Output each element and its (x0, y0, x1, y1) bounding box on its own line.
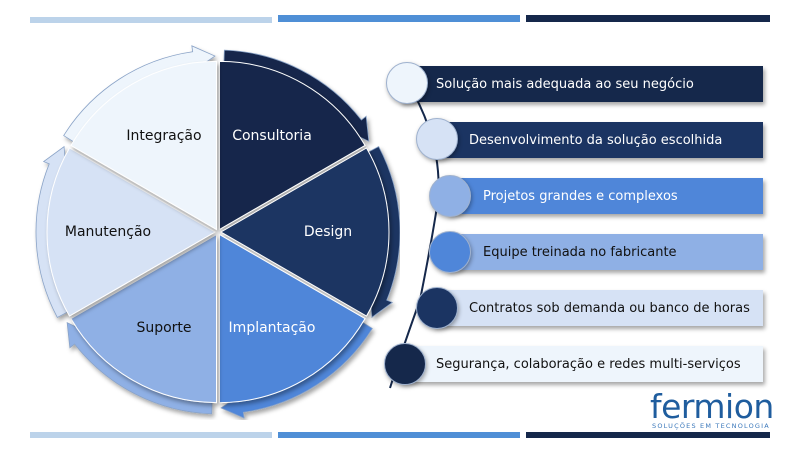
fermion-logo: fermion SOLUÇÕES EM TECNOLOGIA (650, 387, 780, 431)
list-item-box (447, 178, 763, 214)
logo-wordmark: fermion (650, 387, 774, 426)
list-item-box (433, 290, 763, 326)
timeline-dot (429, 175, 471, 217)
segment-label-suporte: Suporte (136, 320, 191, 336)
segment-label-implantacao: Implantação (229, 320, 316, 336)
top-bar-light (30, 17, 272, 23)
list-item-text: Projetos grandes e complexos (483, 188, 678, 204)
timeline-dot (416, 118, 458, 160)
segment-manutencao (46, 147, 217, 317)
list-item-text: Desenvolvimento da solução escolhida (469, 132, 723, 148)
list-item: Desenvolvimento da solução escolhida (433, 122, 763, 158)
top-bar-mid (278, 15, 520, 22)
list-item: Contratos sob demanda ou banco de horas (433, 290, 763, 326)
bottom-bar-dark (526, 432, 770, 438)
timeline-dot (386, 62, 428, 104)
bottom-bar-light (30, 432, 272, 438)
top-bar-dark (526, 15, 770, 22)
list-item: Projetos grandes e complexos (447, 178, 763, 214)
list-item: Segurança, colaboração e redes multi-ser… (400, 346, 763, 382)
list-item-text: Equipe treinada no fabricante (483, 244, 677, 260)
segment-consultoria (219, 60, 366, 231)
segment-label-integracao: Integração (126, 128, 201, 144)
segment-implantacao (219, 233, 366, 404)
timeline-dot (429, 231, 471, 273)
list-item-box (447, 234, 763, 270)
list-item-box (400, 66, 763, 102)
bottom-bar-mid (278, 432, 520, 438)
timeline-dot (384, 343, 426, 385)
segment-design (220, 147, 390, 317)
segment-label-manutencao: Manutenção (65, 224, 151, 240)
timeline-dot (416, 287, 458, 329)
list-item-text: Solução mais adequada ao seu negócio (436, 76, 694, 92)
list-item: Equipe treinada no fabricante (447, 234, 763, 270)
list-item-box (433, 122, 763, 158)
list-item-text: Contratos sob demanda ou banco de horas (469, 300, 750, 316)
list-item-text: Segurança, colaboração e redes multi-ser… (436, 356, 741, 372)
logo-tagline: SOLUÇÕES EM TECNOLOGIA (652, 422, 770, 430)
segment-label-design: Design (304, 224, 352, 240)
list-item-box (400, 346, 763, 382)
segment-label-consultoria: Consultoria (232, 128, 312, 144)
list-item: Solução mais adequada ao seu negócio (400, 66, 763, 102)
segment-integracao (70, 60, 217, 231)
segment-suporte (70, 233, 217, 404)
